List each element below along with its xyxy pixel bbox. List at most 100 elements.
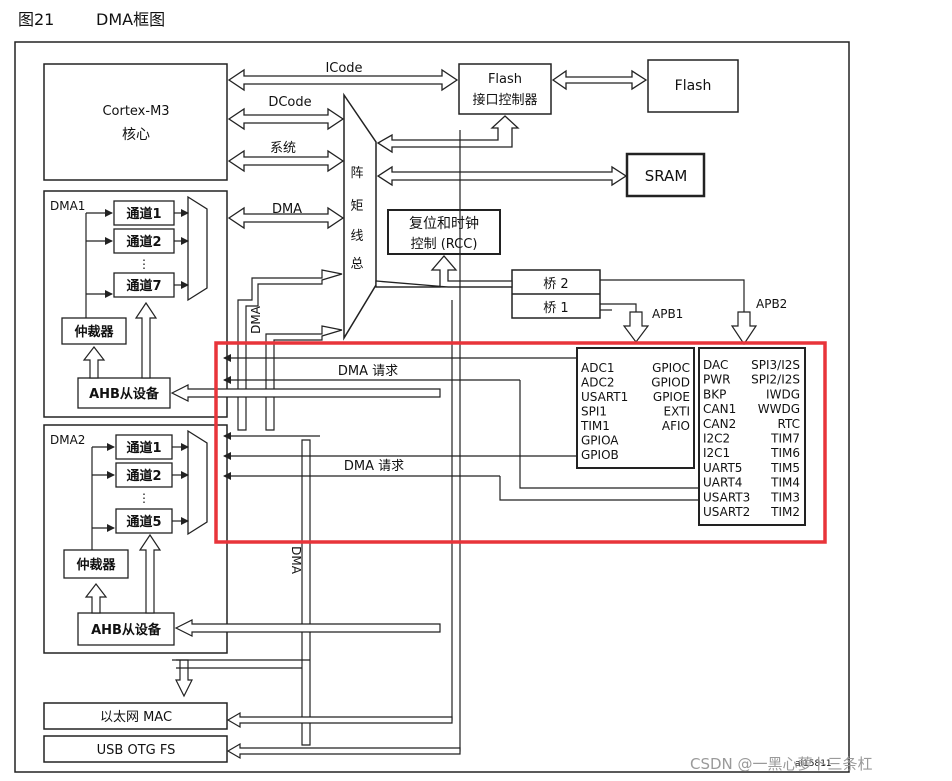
rcc-label-1: 复位和时钟	[409, 215, 479, 232]
apb2-right-item-5: TIM7	[770, 432, 800, 446]
dma1-channel-7	[113, 272, 175, 298]
apb2-left-item-1: PWR	[703, 373, 730, 387]
dma1-dots: ⋮	[138, 257, 150, 271]
apb2-label: APB2	[756, 297, 787, 311]
dma-request-label-1: DMA 请求	[338, 364, 398, 379]
dma1-channel-1	[113, 200, 175, 226]
figure-code: ai15811	[795, 759, 832, 769]
apb2-right-item-7: TIM5	[770, 461, 800, 475]
apb2-right-item-2: IWDG	[766, 387, 800, 401]
apb2-right-item-10: TIM2	[770, 505, 800, 519]
apb2-right-item-1: SPI2/I2S	[751, 373, 800, 387]
svg-text:通道1: 通道1	[126, 206, 161, 222]
apb1-arrow	[622, 311, 650, 343]
bus-matrix	[343, 92, 377, 341]
figure-number: 图21	[18, 10, 54, 29]
apb1-left-item-3: SPI1	[581, 405, 607, 419]
core-label: 核心	[122, 127, 150, 143]
apb1-right-item-3: EXTI	[664, 405, 690, 419]
dma2-ahb-slave	[77, 612, 175, 646]
dma-bus-label: DMA	[272, 202, 302, 217]
apb2-right-item-4: RTC	[778, 417, 800, 431]
matrix-flash-link	[376, 115, 520, 154]
cortex-label: Cortex-M3	[102, 104, 169, 119]
matrix-char-2: 矩	[350, 199, 363, 214]
dma-vertical-label-1: DMA	[249, 305, 263, 334]
apb1-left-item-1: ADC2	[581, 376, 614, 390]
apb2-right-item-3: WWDG	[758, 402, 800, 416]
bridge-1-label: 桥 1	[543, 301, 568, 316]
dcode-bus	[227, 107, 345, 131]
apb1-left-item-6: GPIOB	[581, 448, 619, 462]
apb2-left-item-3: CAN1	[703, 402, 736, 416]
cortex-m3-block	[43, 63, 228, 181]
flash-link	[551, 69, 648, 91]
dma-vertical-label-2: DMA	[289, 546, 303, 575]
dma1-matrix-path	[237, 269, 343, 431]
dma2-channel-2	[115, 462, 173, 488]
apb1-right-item-4: AFIO	[662, 419, 690, 433]
dma1-mux	[187, 195, 208, 302]
apb2-left-item-0: DAC	[703, 358, 728, 372]
watermark: CSDN @一黑心萝卜三条杠	[690, 755, 873, 773]
rcc-link	[375, 255, 513, 288]
apb2-left-item-6: I2C1	[703, 446, 730, 460]
apb2-right-item-8: TIM4	[770, 476, 800, 490]
sram-link	[376, 165, 628, 187]
apb2-left-item-9: USART3	[703, 490, 750, 504]
matrix-char-3: 线	[350, 229, 363, 244]
icode-bus	[227, 68, 459, 92]
figure-title: DMA框图	[96, 10, 165, 29]
apb2-left-item-5: I2C2	[703, 432, 730, 446]
icode-label: ICode	[325, 61, 362, 76]
svg-text:通道2: 通道2	[126, 234, 161, 250]
system-label: 系统	[270, 141, 296, 156]
apb2-right-item-9: TIM3	[770, 490, 800, 504]
svg-text:仲裁器: 仲裁器	[76, 557, 116, 573]
sram-block	[625, 152, 706, 198]
apb1-peripherals	[576, 347, 695, 469]
dma1-block	[43, 190, 228, 418]
apb1-right-item-2: GPIOE	[653, 390, 690, 404]
rcc-block	[387, 209, 501, 255]
apb2-left-item-2: BKP	[703, 387, 726, 401]
svg-text:仲裁器: 仲裁器	[74, 324, 114, 340]
dma1-arbiter	[61, 317, 127, 345]
matrix-char-1: 阵	[350, 166, 363, 181]
dma1-ahb-slave	[77, 377, 171, 409]
dcode-label: DCode	[268, 95, 311, 110]
apb1-right-item-1: GPIOD	[651, 376, 690, 390]
svg-text:通道5: 通道5	[126, 514, 161, 530]
dma-request-label-2: DMA 请求	[344, 459, 404, 474]
svg-text:通道1: 通道1	[126, 440, 161, 456]
apb2-arrow	[730, 311, 758, 346]
apb1-right-item-0: GPIOC	[652, 361, 690, 375]
highlight-box	[214, 341, 827, 544]
apb1-left-item-5: GPIOA	[581, 434, 619, 448]
svg-text:通道2: 通道2	[126, 468, 161, 484]
flash-ctrl-label-1: Flash	[488, 72, 522, 87]
apb1-label: APB1	[652, 307, 683, 321]
usb-label: USB OTG FS	[97, 743, 176, 758]
apb2-left-item-10: USART2	[703, 505, 750, 519]
matrix-char-4: 总	[350, 257, 363, 272]
svg-text:通道7: 通道7	[126, 278, 161, 294]
svg-text:AHB从设备: AHB从设备	[91, 622, 162, 638]
apb2-right-item-6: TIM6	[770, 446, 800, 460]
outer-frame	[14, 41, 850, 773]
ethernet-label: 以太网 MAC	[100, 710, 172, 725]
flash-controller-block	[458, 63, 552, 115]
system-bus	[227, 149, 345, 173]
flash-ctrl-label-2: 接口控制器	[472, 92, 537, 108]
ethernet-mac-block	[43, 702, 228, 730]
flash-label: Flash	[675, 78, 712, 94]
flash-block	[647, 59, 739, 113]
dma1-label: DMA1	[50, 199, 85, 213]
usb-otg-block	[43, 735, 228, 763]
apb2-left-item-4: CAN2	[703, 417, 736, 431]
svg-text:AHB从设备: AHB从设备	[89, 386, 160, 402]
apb2-left-item-7: UART5	[703, 461, 742, 475]
dma2-matrix-path	[265, 325, 343, 431]
bridge-2-label: 桥 2	[543, 277, 568, 292]
